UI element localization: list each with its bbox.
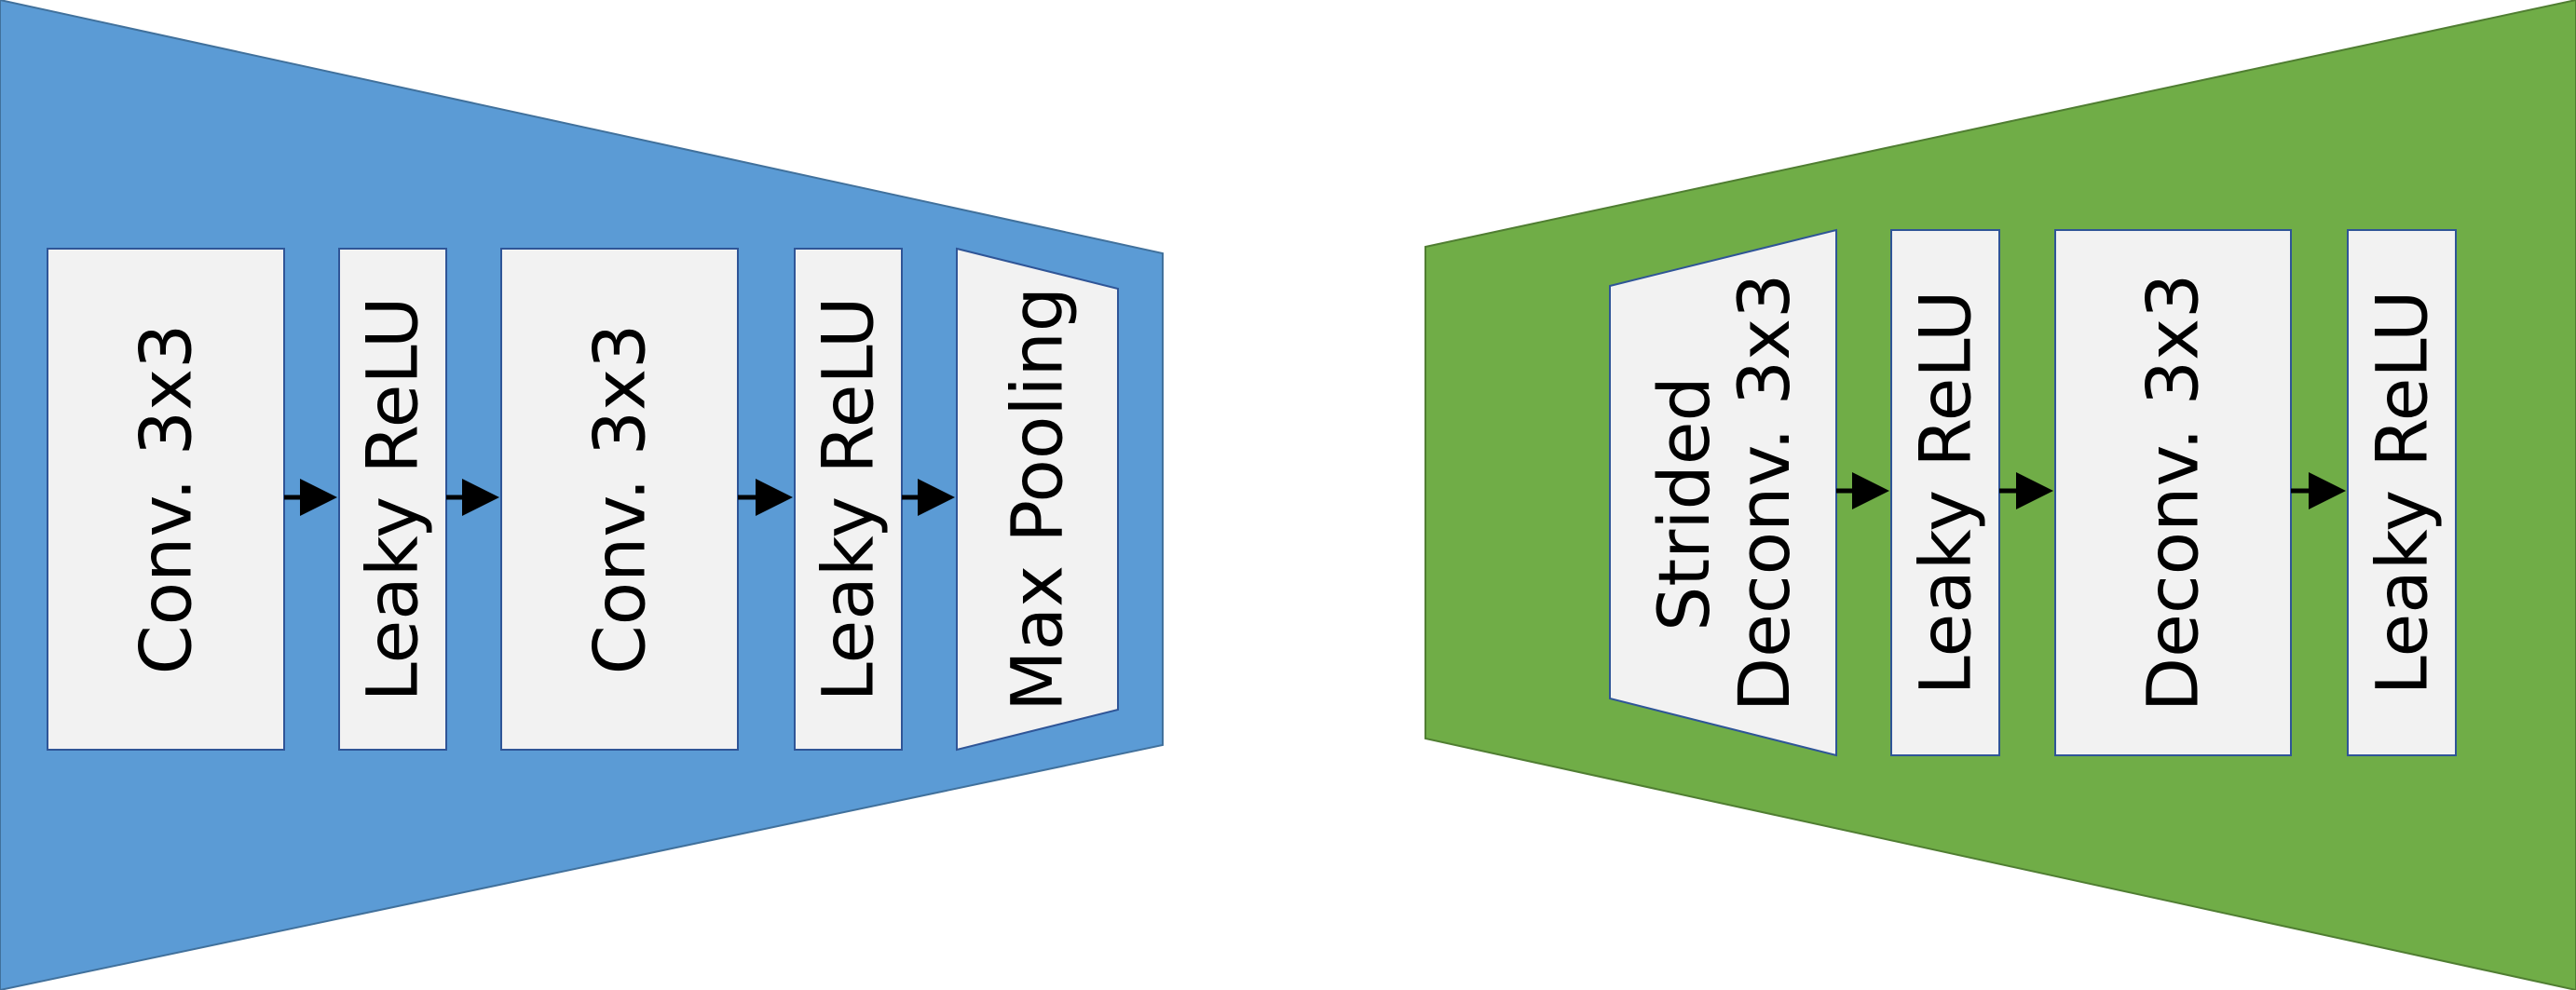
encoder-block-relu-1: Leaky ReLU <box>338 248 447 751</box>
decoder-block-strided-deconv-label: Strided Deconv. 3x3 <box>1642 274 1806 712</box>
decoder-block-deconv-label: Deconv. 3x3 <box>2132 274 2215 712</box>
encoder-block-relu-1-label: Leaky ReLU <box>351 296 434 701</box>
encoder-block-conv-1-label: Conv. 3x3 <box>125 324 208 675</box>
encoder-block-conv-1: Conv. 3x3 <box>47 248 285 751</box>
decoder-block-deconv: Deconv. 3x3 <box>2054 229 2292 756</box>
encoder-block-conv-2-label: Conv. 3x3 <box>579 324 661 675</box>
decoder-block-relu-2: Leaky ReLU <box>2347 229 2457 756</box>
encoder-block-conv-2: Conv. 3x3 <box>500 248 739 751</box>
encoder-block-relu-2-label: Leaky ReLU <box>807 296 890 701</box>
encoder-block-relu-2: Leaky ReLU <box>794 248 903 751</box>
decoder-block-strided-deconv: Strided Deconv. 3x3 <box>1609 228 1837 757</box>
decoder-block-relu-1: Leaky ReLU <box>1890 229 2000 756</box>
decoder-block-relu-1-label: Leaky ReLU <box>1904 290 1987 695</box>
decoder-block-strided-deconv-line1: Strided <box>1642 376 1725 631</box>
encoder-block-max-pooling: Max Pooling <box>956 247 1119 752</box>
decoder-block-relu-2-label: Leaky ReLU <box>2361 290 2444 695</box>
encoder-block-max-pooling-label: Max Pooling <box>996 287 1079 712</box>
decoder-block-strided-deconv-line2: Deconv. 3x3 <box>1723 274 1806 712</box>
